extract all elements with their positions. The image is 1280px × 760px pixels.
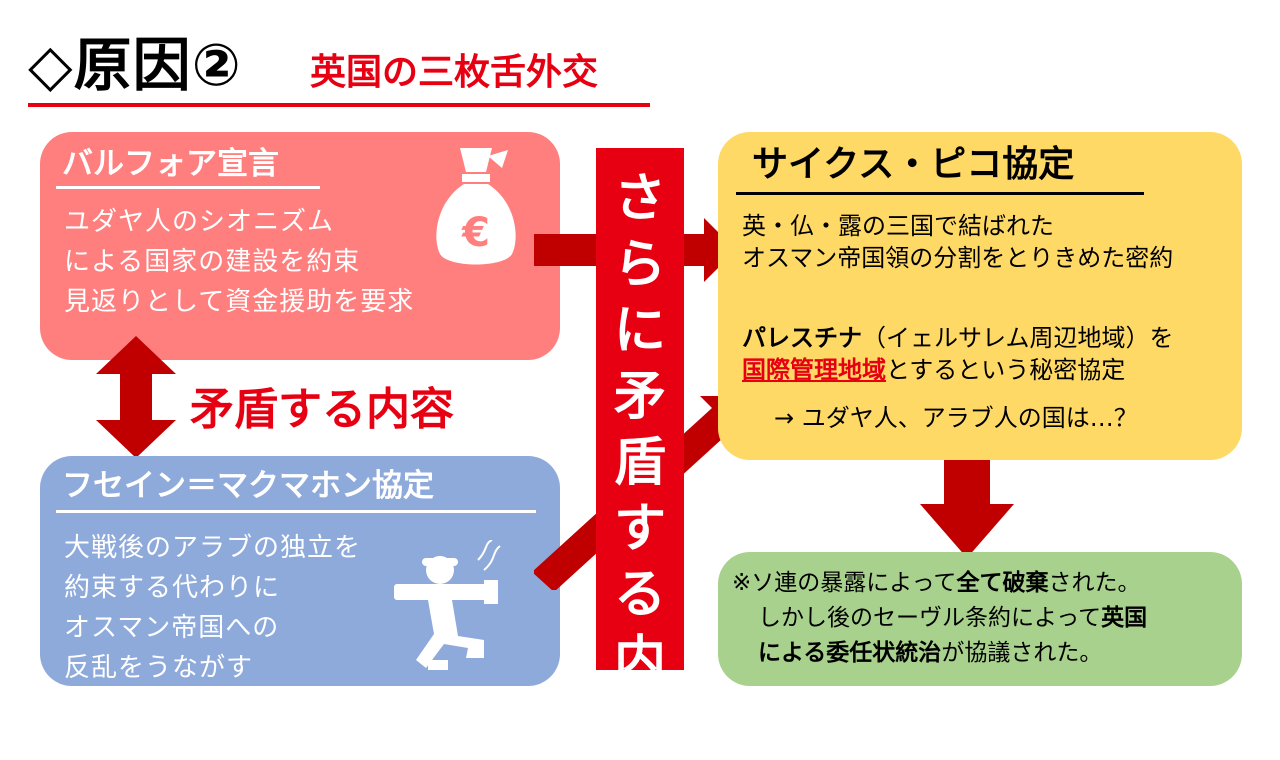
sykes-description: 英・仏・露の三国で結ばれた オスマン帝国領の分割をとりきめた密約: [742, 210, 1173, 274]
money-bag-euro-icon: €: [436, 148, 516, 265]
husayn-line-2: 約束する代わりに: [64, 573, 281, 603]
sykes-palestine: パレスチナ（イェルサレム周辺地域）を 国際管理地域とするという秘密協定: [742, 322, 1174, 386]
palestine-label: パレスチナ: [742, 324, 862, 352]
page-subtitle: 英国の三枚舌外交: [310, 52, 599, 93]
note-line-2: しかし後のセーヴル条約によって英国: [732, 601, 1147, 636]
balfour-line-2: による国家の建設を約束: [64, 247, 361, 277]
sykes-international-line: 国際管理地域とするという秘密協定: [742, 354, 1174, 386]
contradiction-label: 矛盾する内容: [190, 384, 454, 435]
sykes-heading-underline: [736, 192, 1144, 195]
soldier-bazooka-icon: [394, 540, 501, 670]
note-mandate: による委任状統治: [758, 640, 942, 666]
husayn-line-3: オスマン帝国への: [64, 613, 280, 643]
note-line-2a: しかし後のセーヴル条約によって: [758, 605, 1102, 631]
balfour-body: ユダヤ人のシオニズム による国家の建設を約束 見返りとして資金援助を要求: [64, 202, 414, 322]
contradiction-double-arrow: [96, 336, 176, 458]
husayn-body: 大戦後のアラブの独立を 約束する代わりに オスマン帝国への 反乱をうながす: [64, 528, 361, 688]
note-britain: 英国: [1101, 605, 1148, 631]
note-line-1b: された。: [1048, 570, 1141, 596]
banner-text: さ ら に 矛 盾 す る 内 容: [613, 169, 666, 757]
sykes-line-2: オスマン帝国領の分割をとりきめた密約: [742, 244, 1174, 272]
balfour-heading-underline: [56, 186, 320, 189]
note-all-annulled: 全て破棄: [956, 570, 1049, 596]
svg-text:€: €: [461, 210, 490, 256]
note-text: ※ソ連の暴露によって全て破棄された。 しかし後のセーヴル条約によって英国 による…: [732, 566, 1147, 671]
balfour-line-3: 見返りとして資金援助を要求: [64, 287, 415, 317]
note-line-3b: が協議された。: [941, 640, 1103, 666]
sykes-palestine-line: パレスチナ（イェルサレム周辺地域）を: [742, 322, 1174, 354]
international-zone-label: 国際管理地域: [742, 356, 886, 384]
note-line-1: ※ソ連の暴露によって全て破棄された。: [732, 566, 1147, 601]
sykes-question: → ユダヤ人、アラブ人の国は…？: [774, 404, 1138, 432]
secret-agreement-text: とするという秘密協定: [886, 356, 1126, 384]
balfour-heading: バルフォア宣言: [62, 146, 279, 182]
note-line-1a: ※ソ連の暴露によって: [732, 570, 957, 596]
palestine-region: （イェルサレム周辺地域）を: [862, 324, 1174, 352]
sykes-heading: サイクス・ピコ協定: [752, 144, 1075, 185]
balfour-line-1: ユダヤ人のシオニズム: [64, 207, 335, 237]
note-box: [718, 552, 1242, 686]
further-contradiction-banner: さ ら に 矛 盾 す る 内 容: [596, 148, 684, 757]
title-underline: [28, 103, 650, 107]
sykes-line-1: 英・仏・露の三国で結ばれた: [742, 212, 1054, 240]
arrow-down-to-note: [920, 446, 1014, 558]
husayn-line-1: 大戦後のアラブの独立を: [64, 533, 362, 563]
page-title: ◇原因②: [28, 31, 242, 99]
sykes-picot-box: [718, 132, 1242, 460]
husayn-heading: フセイン＝マクマホン協定: [62, 468, 434, 504]
husayn-heading-underline: [56, 510, 536, 513]
husayn-line-4: 反乱をうながす: [64, 653, 254, 683]
note-line-3: による委任状統治が協議された。: [732, 636, 1147, 671]
